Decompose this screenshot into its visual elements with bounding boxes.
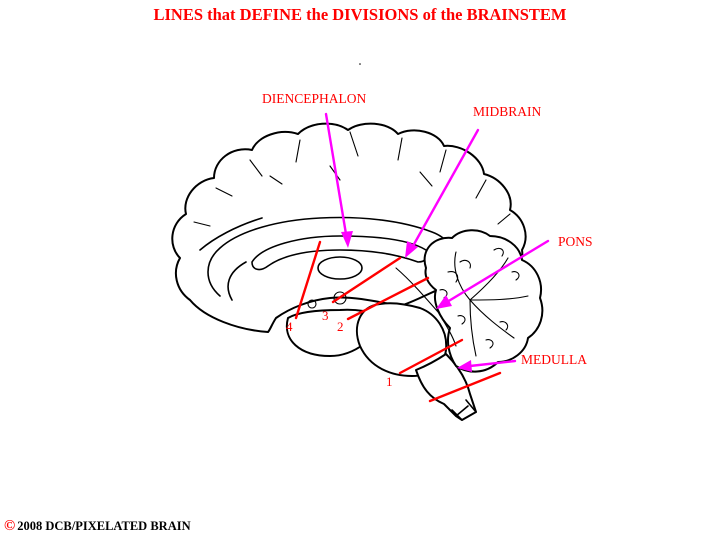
sulci-lines xyxy=(193,131,511,227)
corpus-callosum xyxy=(251,235,429,271)
division-line-4 xyxy=(294,240,322,320)
mammillary-body xyxy=(333,291,347,305)
medulla-arrow xyxy=(468,359,517,368)
diencephalon-arrowhead xyxy=(341,231,353,248)
copyright-footer: ©2008 DCB/PIXELATED BRAIN xyxy=(4,518,191,535)
label-arrows xyxy=(324,112,550,372)
medulla-arrowhead xyxy=(457,360,472,372)
division-line-numbers: 1 2 3 4 xyxy=(286,308,393,389)
aqueduct xyxy=(395,267,457,347)
midbrain-arrow xyxy=(411,128,480,248)
line-number-3: 3 xyxy=(322,308,329,323)
cingulate-outline xyxy=(207,216,450,297)
thalamus xyxy=(317,256,363,280)
division-line-1 xyxy=(398,338,464,375)
line-number-1: 1 xyxy=(386,374,393,389)
spinal-cord xyxy=(451,399,477,421)
diencephalon-arrow xyxy=(324,112,348,236)
brain-drawing xyxy=(171,122,544,421)
label-medulla: MEDULLA xyxy=(521,352,587,367)
structure-labels: DIENCEPHALON MIDBRAIN PONS MEDULLA xyxy=(262,91,593,367)
stray-dot xyxy=(359,63,361,65)
optic-chiasm xyxy=(307,299,317,309)
arbor-vitae xyxy=(439,247,529,357)
label-midbrain: MIDBRAIN xyxy=(473,104,542,119)
division-line-3 xyxy=(331,256,402,304)
pons-arrowhead xyxy=(436,295,452,309)
inner-gyrus-contour xyxy=(199,217,263,301)
division-lines xyxy=(294,240,502,403)
line-number-4: 4 xyxy=(286,319,293,334)
line-number-2: 2 xyxy=(337,319,344,334)
pons-arrow xyxy=(445,239,550,304)
division-line-1-lower xyxy=(428,371,502,403)
label-diencephalon: DIENCEPHALON xyxy=(262,91,366,106)
midbrain-arrowhead xyxy=(405,241,418,258)
copyright-text: 2008 DCB/PIXELATED BRAIN xyxy=(17,519,191,533)
division-line-2 xyxy=(346,276,430,321)
copyright-icon: © xyxy=(4,518,16,534)
medulla-outline xyxy=(415,353,477,421)
page-title: LINES that DEFINE the DIVISIONS of the B… xyxy=(153,5,567,24)
label-pons: PONS xyxy=(558,234,593,249)
